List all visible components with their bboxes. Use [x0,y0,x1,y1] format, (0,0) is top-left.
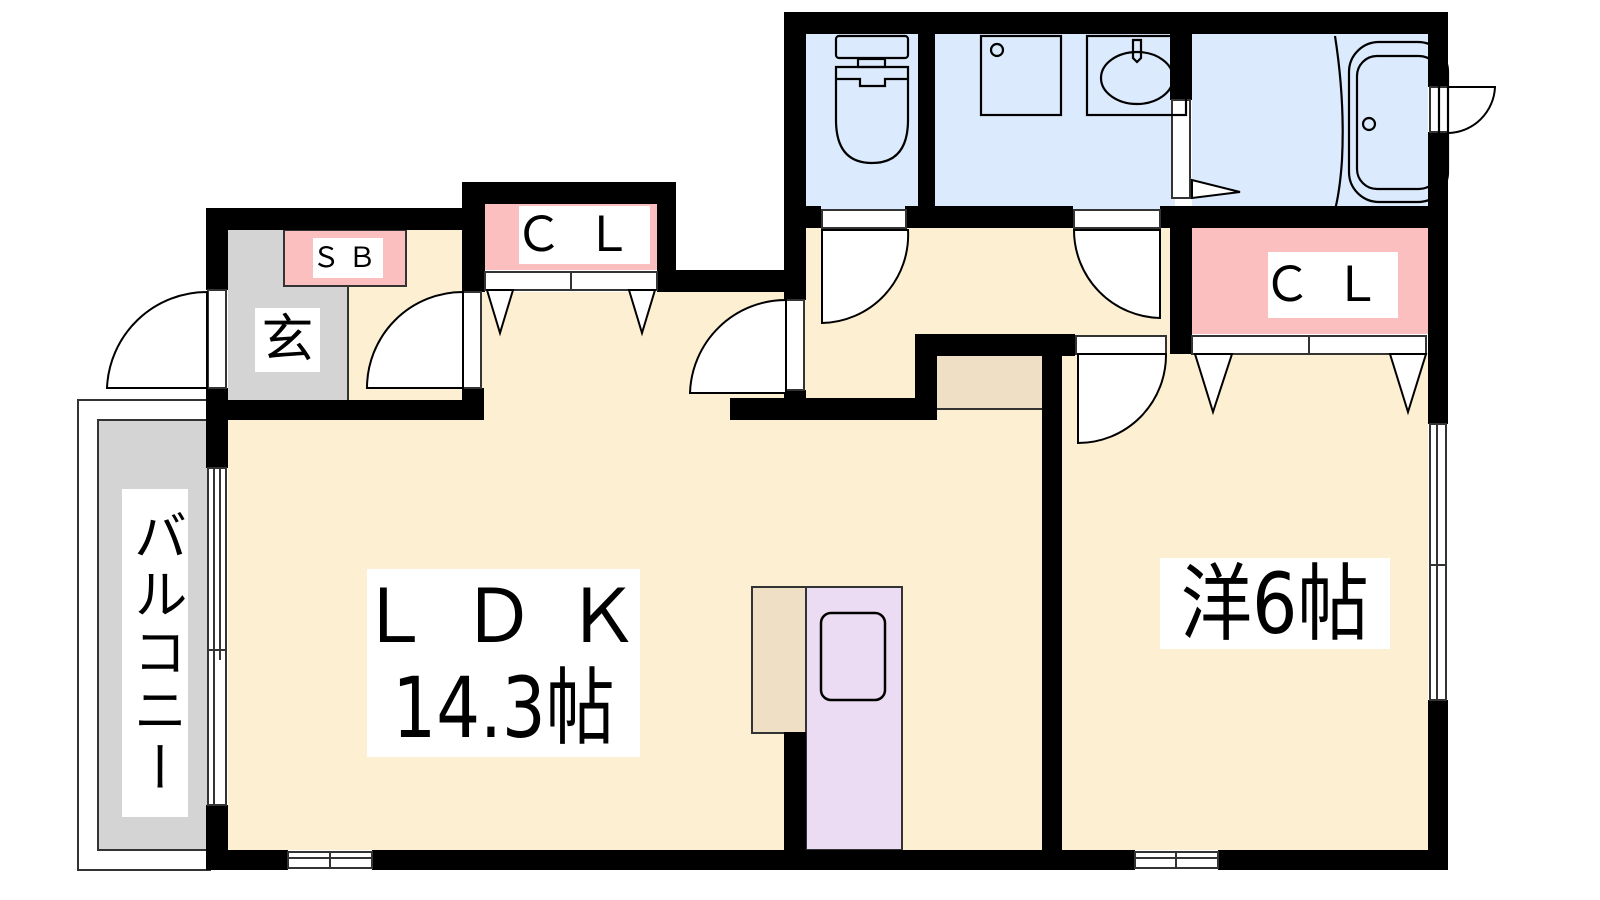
wash-basin-icon [1085,34,1188,117]
door-hall [365,290,464,389]
bathroom-floor [1192,34,1428,210]
western-room-text: 洋6帖 [1180,554,1370,653]
balcony-label: バルコニー [122,489,188,817]
door-ldk [688,298,787,394]
storage-niche [934,354,1044,410]
ldk-label: ＬＤＫ 14.3帖 [358,569,640,757]
ldk-name: ＬＤＫ [357,574,670,660]
washroom-floor [935,34,1175,210]
door-washroom [1072,229,1161,320]
closet-1-label: ＣＬ [514,206,655,264]
toilet-icon [834,34,910,165]
bathtub-icon [1333,35,1450,211]
walls [206,12,1448,870]
door-toilet [821,229,910,325]
window-balcony [207,467,227,806]
ldk-size: 14.3帖 [392,659,615,757]
toilet-room-floor [806,34,918,210]
sink-icon [819,611,887,702]
fridge-space [751,586,807,734]
floor-fills [77,34,1428,871]
door-western [1077,353,1168,445]
doors [105,86,1497,445]
closet-2-label: ＣＬ [1263,252,1398,318]
washer-space-icon [979,34,1063,117]
entrance-label: 玄 [255,308,320,372]
fixtures [834,34,1450,211]
western-room-label: 洋6帖 [1160,558,1390,649]
windows [207,86,1449,869]
door-entrance [105,290,208,389]
shoe-box-label: ＳＢ [312,238,383,278]
